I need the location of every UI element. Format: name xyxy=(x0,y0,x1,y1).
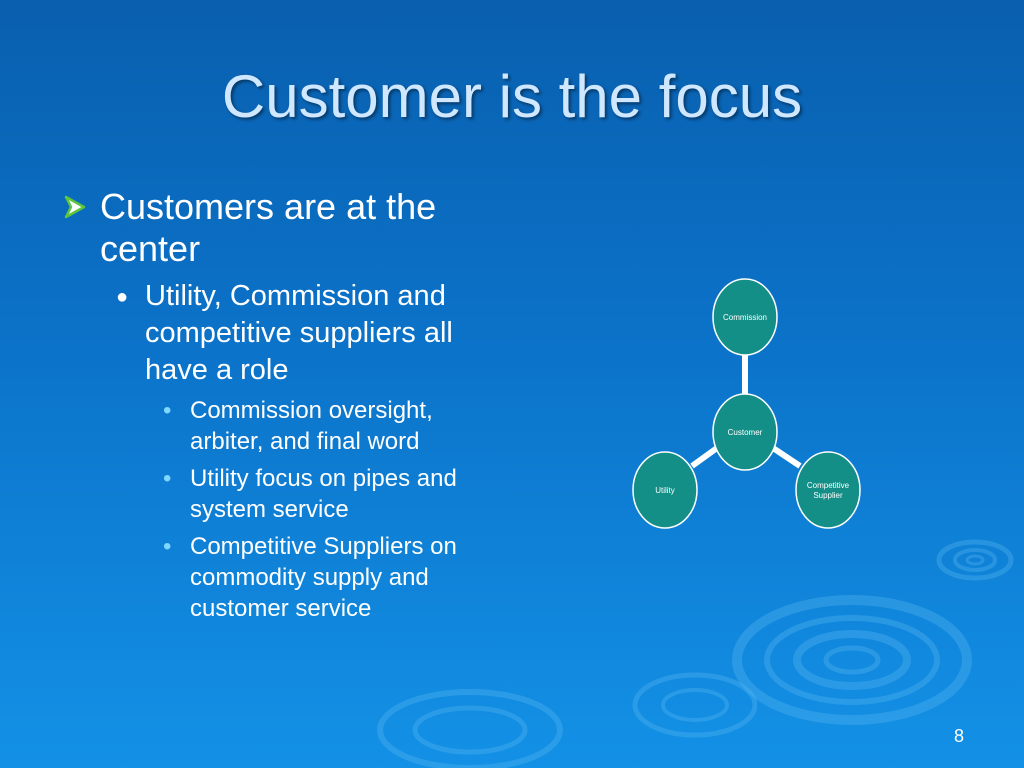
node-competitive-supplier: Competitive Supplier xyxy=(795,451,861,529)
hub-diagram: Commission Customer Utility Competitive … xyxy=(632,278,861,529)
bullet-level3-text: Commission oversight, arbiter, and final… xyxy=(190,397,433,455)
bullet-list: Customers are at the center ● Utility, C… xyxy=(62,186,492,624)
bullet-level1: Customers are at the center xyxy=(62,186,492,270)
bullet-level3: • Commission oversight, arbiter, and fin… xyxy=(145,395,492,457)
bullet-level2: ● Utility, Commission and competitive su… xyxy=(100,278,492,389)
node-commission-label: Commission xyxy=(723,313,767,322)
node-supplier-label-line2: Supplier xyxy=(813,491,843,500)
node-customer-label: Customer xyxy=(728,428,763,437)
connector-right xyxy=(771,445,802,469)
connector-left xyxy=(690,445,719,469)
bullet-level2-text: Utility, Commission and competitive supp… xyxy=(145,280,453,386)
bullet-level1-text: Customers are at the center xyxy=(100,186,437,269)
node-utility: Utility xyxy=(632,451,698,529)
page-number: 8 xyxy=(953,726,964,746)
slide-title: Customer is the focus xyxy=(221,63,803,130)
node-supplier-label-line1: Competitive xyxy=(807,481,850,490)
small-bullet-icon: • xyxy=(163,533,172,560)
bullet-level3-text: Utility focus on pipes and system servic… xyxy=(190,465,457,523)
connectors xyxy=(690,355,802,469)
bullet-level3: • Competitive Suppliers on commodity sup… xyxy=(145,531,492,624)
arrow-bullet-icon xyxy=(64,195,86,219)
bullet-level3-text: Competitive Suppliers on commodity suppl… xyxy=(190,533,457,622)
node-customer: Customer xyxy=(712,393,778,471)
node-commission: Commission xyxy=(712,278,778,356)
round-bullet-icon: ● xyxy=(116,286,129,308)
node-utility-label: Utility xyxy=(655,486,675,495)
small-bullet-icon: • xyxy=(163,465,172,492)
bullet-level3: • Utility focus on pipes and system serv… xyxy=(145,463,492,525)
small-bullet-icon: • xyxy=(163,397,172,424)
